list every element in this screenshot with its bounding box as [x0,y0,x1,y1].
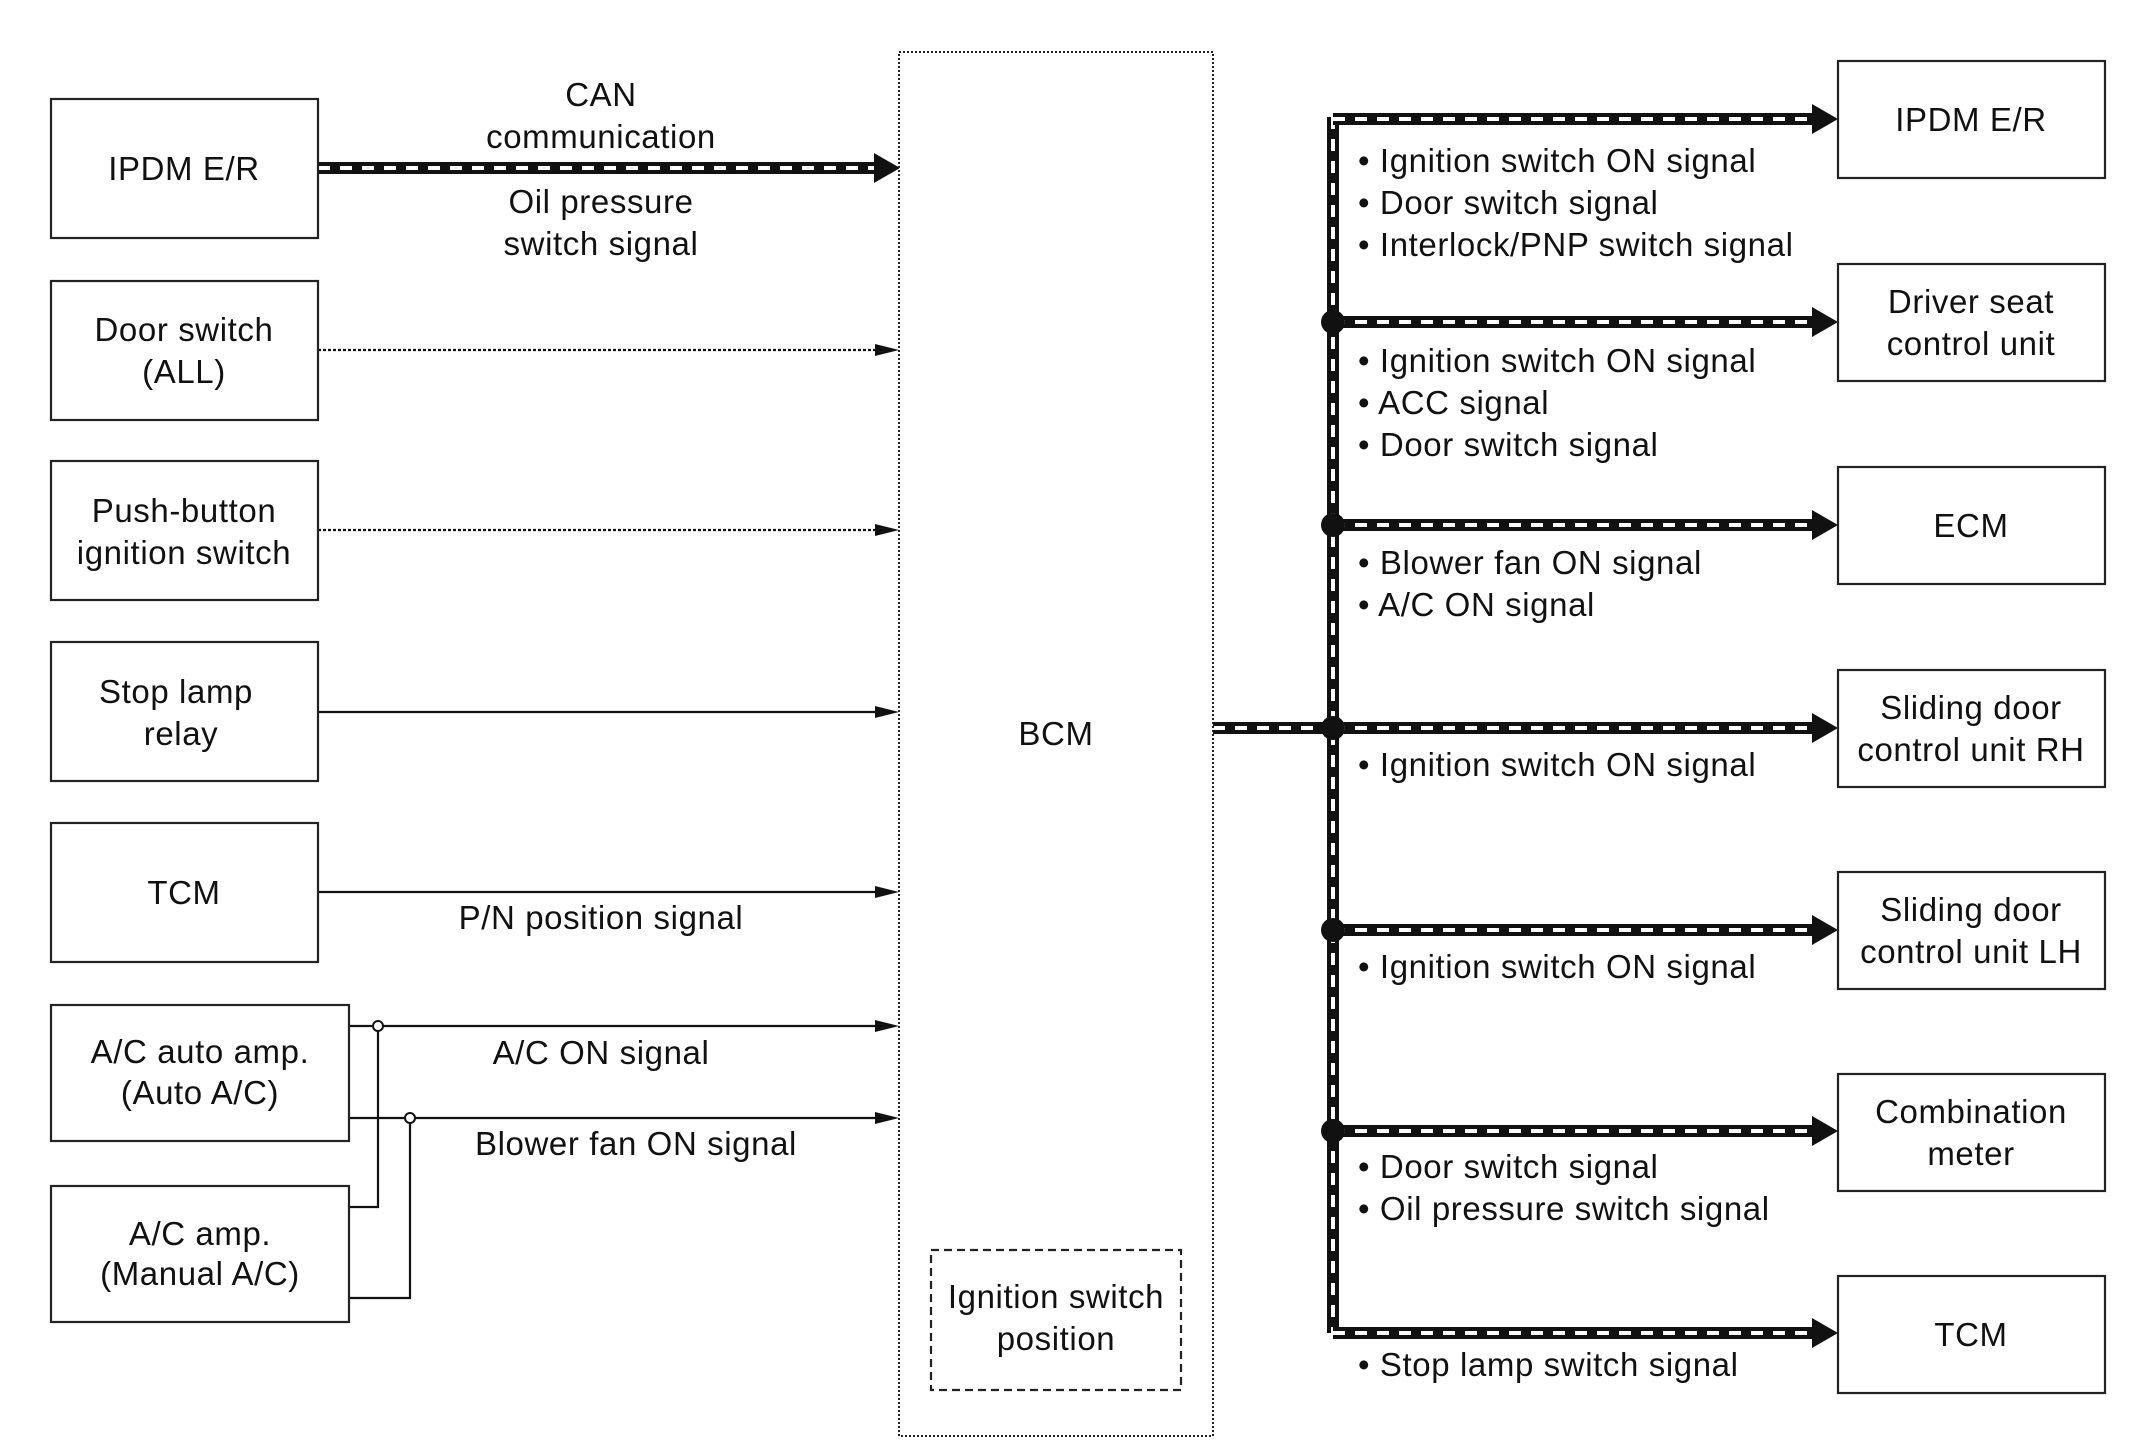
svg-text:relay: relay [144,715,219,752]
svg-text:• Door switch signal: • Door switch signal [1358,184,1659,221]
oil-pressure-line1: Oil pressure [508,183,693,220]
can-arrowheads [874,104,1838,1348]
svg-text:Sliding door: Sliding door [1880,891,2061,928]
svg-text:TCM: TCM [147,874,220,911]
can-label-line2: communication [486,118,716,155]
ignition-position-box [929,1248,1183,1392]
output-sliding-door-rh: Sliding door control unit RH [1836,668,2107,789]
pn-position-label: P/N position signal [459,899,744,936]
svg-text:• Ignition switch ON signal: • Ignition switch ON signal [1358,746,1756,783]
svg-text:• Blower fan ON signal: • Blower fan ON signal [1358,544,1702,581]
input-signal-labels: CAN communication Oil pressure switch si… [459,76,797,1162]
svg-text:ignition switch: ignition switch [77,534,291,571]
junction-dots [1321,310,1345,1143]
svg-text:• Door switch signal: • Door switch signal [1358,1148,1659,1185]
output-driver-seat: Driver seat control unit [1836,262,2107,383]
svg-text:TCM: TCM [1934,1316,2007,1353]
svg-text:A/C auto amp.: A/C auto amp. [91,1033,310,1070]
svg-text:control unit: control unit [1887,325,2056,362]
input-door-switch: Door switch (ALL) [49,279,320,422]
output-signal-labels: • Ignition switch ON signal • Door switc… [1358,142,1794,1383]
input-tcm: TCM [49,821,320,964]
svg-text:• Ignition switch ON signal: • Ignition switch ON signal [1358,342,1756,379]
ac-on-label: A/C ON signal [493,1034,710,1071]
svg-text:Stop lamp: Stop lamp [99,673,253,710]
oil-pressure-line2: switch signal [504,225,699,262]
svg-text:Sliding door: Sliding door [1880,689,2061,726]
bcm-module: BCM Ignition switch position [898,51,1214,1437]
output-tcm: TCM [1836,1274,2107,1395]
output-ipdm-er: IPDM E/R [1836,59,2107,180]
can-label-line1: CAN [565,76,636,113]
output-sliding-door-lh: Sliding door control unit LH [1836,870,2107,991]
svg-text:• Ignition switch ON signal: • Ignition switch ON signal [1358,142,1756,179]
ignition-position-line1: Ignition switch [948,1278,1164,1315]
bcm-label: BCM [1018,715,1093,752]
svg-text:IPDM E/R: IPDM E/R [1895,101,2046,138]
svg-text:• Oil pressure switch signal: • Oil pressure switch signal [1358,1190,1770,1227]
svg-text:• Stop lamp switch signal: • Stop lamp switch signal [1358,1346,1739,1383]
svg-text:Door switch: Door switch [95,311,274,348]
input-ipdm-er: IPDM E/R [49,97,320,240]
svg-text:ECM: ECM [1933,507,2008,544]
input-ipdm-er-label: IPDM E/R [108,150,259,187]
output-combination-meter: Combination meter [1836,1072,2107,1193]
svg-text:• Interlock/PNP switch signal: • Interlock/PNP switch signal [1358,226,1794,263]
svg-text:• A/C ON signal: • A/C ON signal [1358,586,1595,623]
blower-fan-label: Blower fan ON signal [475,1125,797,1162]
svg-text:• ACC signal: • ACC signal [1358,384,1549,421]
svg-text:Push-button: Push-button [92,492,277,529]
svg-text:control unit LH: control unit LH [1860,933,2082,970]
ignition-position-line2: position [997,1320,1116,1357]
svg-text:(ALL): (ALL) [142,353,226,390]
svg-text:Driver seat: Driver seat [1888,283,2054,320]
svg-text:A/C amp.: A/C amp. [129,1215,271,1252]
svg-text:• Ignition switch ON signal: • Ignition switch ON signal [1358,948,1756,985]
svg-text:meter: meter [1927,1135,2014,1172]
input-stop-lamp-relay: Stop lamp relay [49,640,320,783]
svg-text:Combination: Combination [1875,1093,2067,1130]
hardwire-arrowheads [875,344,899,1124]
input-ac-amp: A/C amp. (Manual A/C) [49,1184,351,1324]
svg-text:control unit RH: control unit RH [1857,731,2084,768]
input-push-button-ignition: Push-button ignition switch [49,459,320,602]
svg-text:(Manual A/C): (Manual A/C) [100,1255,300,1292]
svg-text:(Auto A/C): (Auto A/C) [121,1074,279,1111]
input-ac-auto-amp: A/C auto amp. (Auto A/C) [49,1003,351,1143]
output-ecm: ECM [1836,465,2107,586]
hardwire-lines [318,348,884,1300]
svg-text:• Door switch signal: • Door switch signal [1358,426,1659,463]
